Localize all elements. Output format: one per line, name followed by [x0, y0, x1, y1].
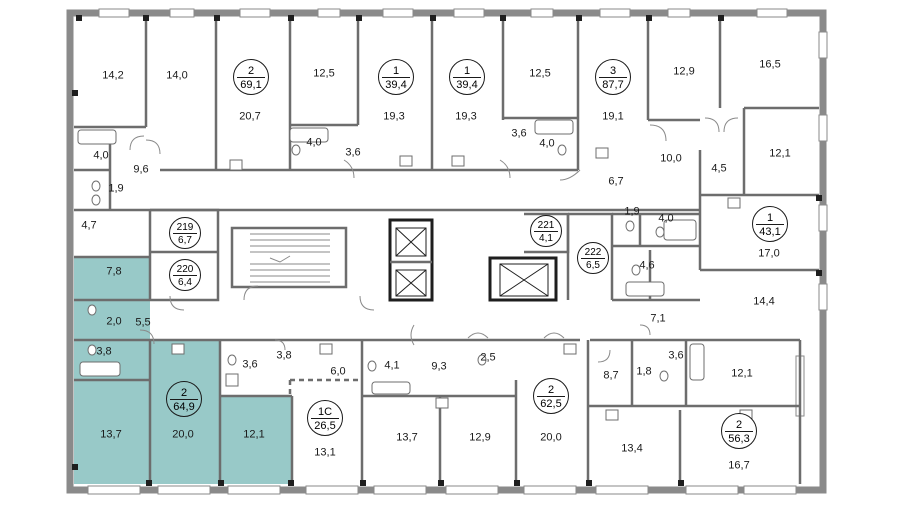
room-area: 3,6	[242, 358, 258, 371]
room-area: 3,8	[276, 349, 292, 362]
room-area: 12,5	[313, 67, 335, 80]
apartment-badge[interactable]: 1 43,1	[752, 206, 788, 242]
room-area: 14,4	[753, 295, 775, 308]
room-area: 12,1	[243, 428, 265, 441]
room-area: 4,1	[384, 359, 400, 372]
room-area: 16,7	[728, 459, 750, 472]
room-area: 4,0	[539, 137, 555, 150]
badge-rooms: 1	[392, 65, 400, 77]
badge-area: 87,7	[602, 79, 624, 91]
room-area: 1,9	[108, 182, 124, 195]
apartment-badge[interactable]: 2 62,5	[533, 378, 569, 414]
badge-rooms: 3	[609, 65, 617, 77]
badge-area: 43,1	[759, 226, 781, 238]
room-area: 12,5	[529, 67, 551, 80]
badge-area: 6,7	[178, 235, 192, 246]
room-area: 9,3	[431, 360, 447, 373]
shaft-markers	[72, 15, 822, 486]
room-area: 19,3	[455, 110, 477, 123]
room-area: 20,0	[172, 428, 194, 441]
apartment-badge[interactable]: 2 56,3	[721, 413, 757, 449]
room-area: 13,4	[621, 442, 643, 455]
badge-rooms: 1	[463, 65, 471, 77]
room-number-badge: 219 6,7	[169, 217, 201, 249]
badge-rooms: 2	[247, 65, 255, 77]
room-area: 4,0	[658, 212, 674, 225]
room-area: 9,6	[133, 163, 149, 176]
elevator-symbols	[395, 227, 549, 297]
room-area: 8,7	[603, 369, 619, 382]
room-area: 20,0	[540, 431, 562, 444]
room-area: 4,6	[639, 259, 655, 272]
apartment-badge[interactable]: 3 87,7	[595, 59, 631, 95]
badge-area: 69,1	[240, 79, 262, 91]
badge-number: 221	[537, 220, 555, 231]
badge-area: 6,4	[178, 277, 192, 288]
apartment-badge[interactable]: 1С 26,5	[307, 400, 343, 436]
windows	[87, 8, 828, 495]
room-area: 10,0	[660, 152, 682, 165]
room-area: 2,5	[480, 351, 496, 364]
badge-number: 220	[176, 264, 194, 275]
door-swings	[129, 117, 739, 363]
badge-number: 222	[584, 247, 602, 258]
room-area: 12,9	[469, 431, 491, 444]
room-area: 4,0	[93, 149, 109, 162]
room-area: 3,6	[668, 349, 684, 362]
badge-rooms: 2	[547, 384, 555, 396]
room-area: 6,7	[608, 175, 624, 188]
room-area: 3,6	[511, 127, 527, 140]
room-number-badge: 221 4,1	[530, 215, 562, 247]
room-area: 12,1	[769, 147, 791, 160]
room-area: 13,1	[314, 446, 336, 459]
room-area: 14,2	[102, 69, 124, 82]
badge-area: 4,1	[539, 233, 553, 244]
badge-number: 219	[176, 222, 194, 233]
room-area: 6,0	[330, 365, 346, 378]
room-area: 12,1	[731, 367, 753, 380]
room-area: 19,1	[602, 110, 624, 123]
badge-area: 39,4	[456, 79, 478, 91]
outer-walls	[66, 9, 827, 494]
apartment-badge[interactable]: 2 69,1	[233, 59, 269, 95]
room-area: 16,5	[759, 58, 781, 71]
room-area: 13,7	[100, 428, 122, 441]
badge-rooms: 1С	[317, 406, 333, 418]
apartment-badge-selected[interactable]: 2 64,9	[166, 381, 202, 417]
badge-area: 6,5	[586, 260, 600, 271]
room-area: 1,8	[636, 365, 652, 378]
room-area: 3,6	[345, 146, 361, 159]
room-area: 4,5	[711, 162, 727, 175]
apartment-badge[interactable]: 1 39,4	[449, 59, 485, 95]
staircase	[250, 233, 330, 283]
room-area: 7,8	[106, 265, 122, 278]
badge-rooms: 1	[766, 212, 774, 224]
room-number-badge: 220 6,4	[169, 259, 201, 291]
room-area: 7,1	[650, 312, 666, 325]
badge-area: 39,4	[385, 79, 407, 91]
badge-area: 64,9	[173, 401, 195, 413]
room-area: 14,0	[166, 69, 188, 82]
room-area: 17,0	[758, 247, 780, 260]
fixtures	[77, 119, 753, 421]
room-area: 4,7	[81, 219, 97, 232]
room-area: 2,0	[106, 315, 122, 328]
room-area: 4,0	[306, 136, 322, 149]
badge-rooms: 2	[735, 419, 743, 431]
badge-area: 56,3	[728, 433, 750, 445]
room-number-badge: 222 6,5	[577, 242, 609, 274]
room-area: 12,9	[673, 65, 695, 78]
apartment-badge[interactable]: 1 39,4	[378, 59, 414, 95]
room-area: 13,7	[396, 431, 418, 444]
room-area: 19,3	[383, 110, 405, 123]
room-area: 1,9	[624, 205, 640, 218]
room-area: 20,7	[239, 110, 261, 123]
badge-rooms: 2	[180, 387, 188, 399]
badge-area: 62,5	[540, 398, 562, 410]
room-area: 3,8	[96, 345, 112, 358]
badge-area: 26,5	[314, 420, 336, 432]
room-area: 5,5	[135, 316, 151, 329]
interior-walls	[74, 17, 819, 484]
